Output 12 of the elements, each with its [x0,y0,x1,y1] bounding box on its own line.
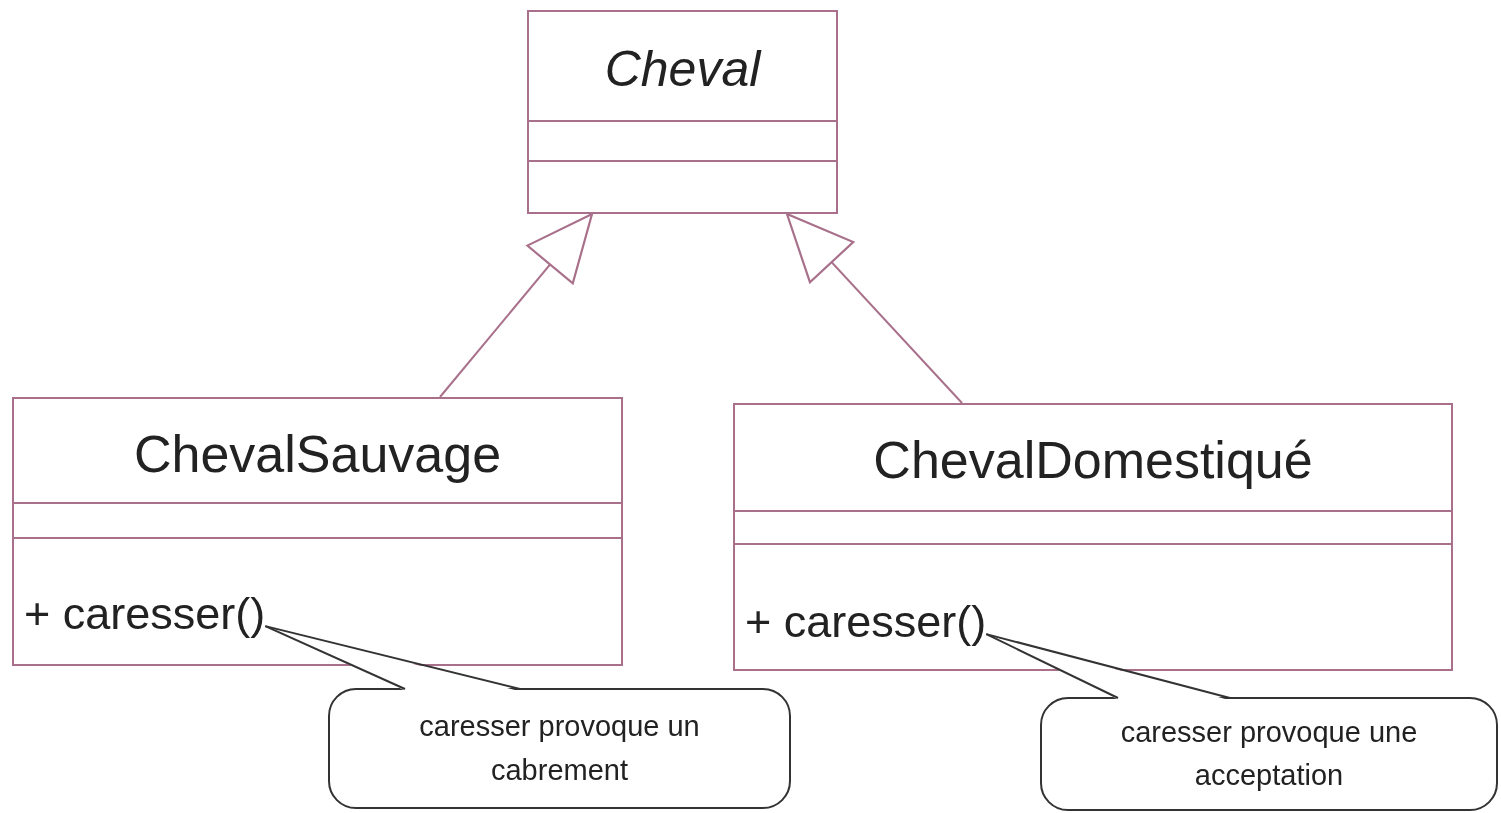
inheritance-arrow [785,212,963,404]
note-text: caresser provoque un cabrement [418,709,701,788]
class-name: ChevalSauvage [132,424,503,484]
method-text: + caresser() [24,589,266,639]
method-text: + caresser() [745,597,987,647]
leader-line [264,625,406,690]
inheritance-arrow [439,212,594,398]
leader-line [985,633,1119,699]
class-name: ChevalDomestiqué [872,430,1314,490]
note-text: caresser provoque une acceptation [1119,714,1419,793]
class-box [527,10,838,214]
class-name: Cheval [603,40,763,98]
